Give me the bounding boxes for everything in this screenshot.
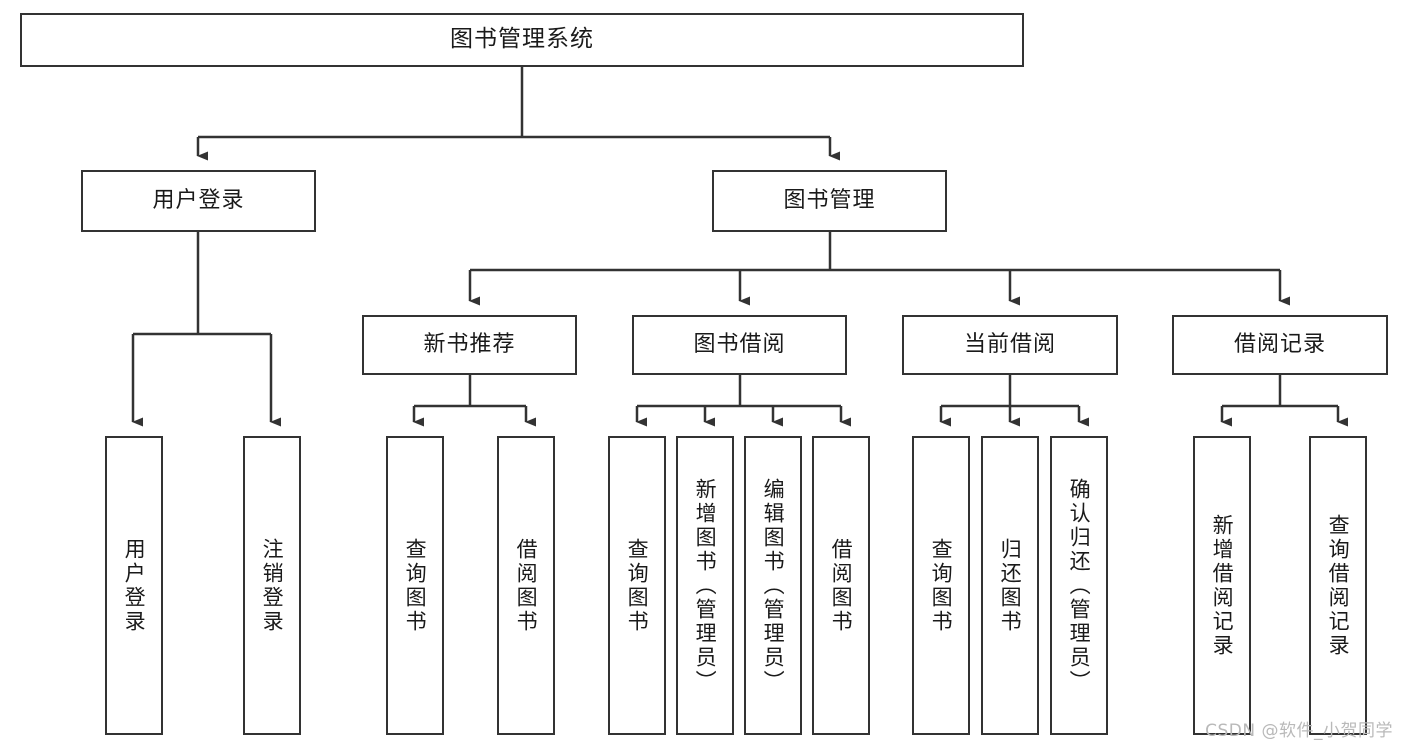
- node-label: 查询借阅记录: [1326, 513, 1351, 658]
- node-user-login[interactable]: 用户登录: [81, 170, 316, 232]
- node-label: 查询图书: [625, 537, 650, 634]
- leaf-query-book-recommend[interactable]: 查询图书: [386, 436, 444, 735]
- node-new-book-recommend[interactable]: 新书推荐: [362, 315, 577, 375]
- node-label: 新书推荐: [423, 331, 516, 357]
- node-label: 图书管理系统: [450, 26, 594, 53]
- node-borrow-record[interactable]: 借阅记录: [1172, 315, 1388, 375]
- leaf-add-book-admin[interactable]: 新增图书（管理员）: [676, 436, 734, 735]
- node-book-management[interactable]: 图书管理: [712, 170, 947, 232]
- leaf-edit-book-admin[interactable]: 编辑图书（管理员）: [744, 436, 802, 735]
- node-label: 借阅记录: [1233, 331, 1326, 357]
- node-label: 当前借阅: [963, 331, 1056, 357]
- node-label: 图书借阅: [693, 331, 786, 357]
- node-label: 新增图书（管理员）: [693, 477, 718, 694]
- node-label: 用户登录: [122, 537, 147, 634]
- node-label: 查询图书: [403, 537, 428, 634]
- leaf-user-login[interactable]: 用户登录: [105, 436, 163, 735]
- leaf-borrow-book[interactable]: 借阅图书: [812, 436, 870, 735]
- node-label: 归还图书: [998, 537, 1023, 634]
- node-label: 图书管理: [783, 187, 876, 213]
- node-label: 用户登录: [152, 187, 245, 213]
- leaf-confirm-return-admin[interactable]: 确认归还（管理员）: [1050, 436, 1108, 735]
- leaf-query-book-current[interactable]: 查询图书: [912, 436, 970, 735]
- node-label: 编辑图书（管理员）: [761, 477, 786, 694]
- node-label: 新增借阅记录: [1210, 513, 1235, 658]
- node-label: 注销登录: [260, 537, 285, 634]
- leaf-add-borrow-record[interactable]: 新增借阅记录: [1193, 436, 1251, 735]
- leaf-logout[interactable]: 注销登录: [243, 436, 301, 735]
- node-label: 确认归还（管理员）: [1067, 477, 1092, 694]
- node-current-borrow[interactable]: 当前借阅: [902, 315, 1118, 375]
- leaf-query-book-borrow[interactable]: 查询图书: [608, 436, 666, 735]
- leaf-borrow-book-recommend[interactable]: 借阅图书: [497, 436, 555, 735]
- node-root-system[interactable]: 图书管理系统: [20, 13, 1024, 67]
- node-book-borrow[interactable]: 图书借阅: [632, 315, 847, 375]
- node-label: 查询图书: [929, 537, 954, 634]
- leaf-return-book[interactable]: 归还图书: [981, 436, 1039, 735]
- watermark: CSDN @软件_小贺同学: [1205, 721, 1393, 741]
- leaf-query-borrow-record[interactable]: 查询借阅记录: [1309, 436, 1367, 735]
- node-label: 借阅图书: [514, 537, 539, 634]
- node-label: 借阅图书: [829, 537, 854, 634]
